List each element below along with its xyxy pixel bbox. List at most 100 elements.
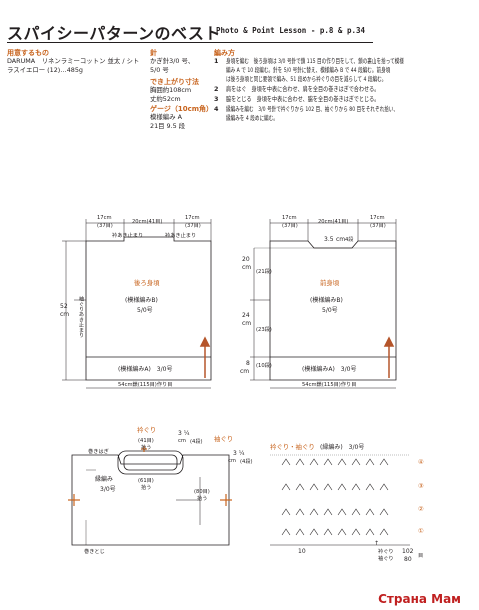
top-pick: (41目) — [138, 438, 154, 444]
needle-heading: 針 — [150, 49, 157, 57]
back-dim-17r: 17cm — [185, 215, 200, 221]
front-h2-rows: (23段) — [256, 327, 272, 333]
front-h3-rows: (10段) — [256, 363, 272, 369]
chart-foot-r3: 目 — [418, 553, 424, 559]
back-panel-title: 後ろ身頃 — [134, 279, 160, 287]
back-pattern: (模様編みB) — [125, 297, 158, 304]
gauge-line-1: 模様編み A — [150, 113, 182, 121]
band-width: 3 ¼ — [178, 430, 190, 437]
front-h1-rows: (21段) — [256, 269, 272, 275]
front-dim-20: 20cm(41目) — [318, 219, 349, 225]
front-bottom-dim: 54cm鎖(115目)作り目 — [302, 382, 357, 388]
method-step-4: 4 縁編みを編む 3/0 号針で衿ぐりから 102 目、袖ぐりから 80 目をそ… — [214, 105, 472, 125]
assembly-outline — [71, 454, 230, 546]
chart-row-3: ③ — [418, 482, 424, 490]
page-title: スパイシーパターンのベスト — [7, 24, 221, 43]
back-height-value: 52 — [60, 303, 68, 310]
band-unit: cm — [178, 438, 186, 444]
side-label: 巻きとじ — [84, 549, 105, 555]
bottom-pick: (61目) — [138, 478, 154, 484]
stitch-chart — [281, 458, 389, 536]
back-height-unit: cm — [60, 311, 70, 318]
back-dim-17l: 17cm — [97, 215, 112, 221]
back-band: (模様編みA) 3/0号 — [118, 366, 173, 373]
back-tag-right: 衿あき止まり — [165, 233, 197, 239]
front-pattern: (模様編みB) — [310, 297, 343, 304]
chart-foot-arrow: ↑ — [374, 540, 380, 547]
needle-line-1: かぎ針3/0 号、 — [150, 57, 195, 65]
method-step-2: 2 肩をはぐ 身頃を中表に合わせ、肩を全目の巻きはぎで合わせる。 — [214, 85, 472, 95]
front-needle: 5/0号 — [322, 307, 338, 314]
materials-heading: 用意するもの — [7, 49, 49, 57]
step-number: 3 — [214, 95, 219, 103]
back-tag-left: 衿あき止まり — [112, 233, 144, 239]
step-text: 縁編みを編む 3/0 号針で衿ぐりから 102 目、袖ぐりから 80 目をそれぞ… — [226, 105, 398, 123]
band-rows-2: (4段) — [240, 459, 253, 465]
front-neck-depth: 3.5 — [324, 236, 334, 243]
chart-foot-mid: 衿ぐり — [378, 549, 394, 555]
step-line: 縁編みを 4 段めに編む。 — [226, 114, 278, 122]
header-rule — [7, 42, 373, 43]
step-number: 4 — [214, 105, 219, 113]
gauge-line-2: 21目 9.5 段 — [150, 122, 186, 130]
step-line: は後ろ身頃と同じ要領で編み、51 段めから衿ぐりの目を減らして 4 段編む。 — [226, 75, 387, 83]
method-heading: 編み方 — [214, 49, 235, 57]
front-h1-unit: cm — [242, 264, 252, 271]
bottom-pick-2: 拾う — [141, 485, 152, 491]
page-subtitle: Photo & Point Lesson - p.8 & p.34 — [216, 26, 366, 35]
chart-row-4: ④ — [418, 458, 424, 466]
step-number: 2 — [214, 85, 219, 93]
front-dim-17l-st: (37目) — [282, 223, 298, 229]
watermark: Страна Мам — [378, 592, 461, 606]
armhole-mark: 袖ぐりあき止まり — [78, 296, 84, 338]
needle-line-2: 5/0 号 — [150, 66, 169, 74]
step-number: 1 — [214, 57, 219, 65]
join-marks — [68, 446, 232, 506]
back-panel-outline — [85, 236, 212, 381]
band-width-2: 3 ¼ — [233, 450, 245, 457]
chart-row-2: ② — [418, 505, 424, 513]
chart-title: 衿ぐり・袖ぐり — [270, 443, 315, 451]
materials-line-1: DARUMA リネンラミーコットン 並太 / シト — [7, 57, 140, 65]
front-dim-17r: 17cm — [370, 215, 385, 221]
chart-pattern: (縁編み) 3/0号 — [320, 444, 365, 451]
chart-foot-mid-2: 袖ぐり — [378, 556, 394, 562]
chart-foot-left: 10 — [298, 548, 306, 555]
arm-pick: (80目) — [194, 489, 210, 495]
step-line: 身頃を編む 後ろ身頃は 3/0 号針で鎖 115 目の作り目をして、鎖の裏山を拾… — [226, 57, 404, 65]
back-dim-17r-st: (37目) — [185, 223, 201, 229]
front-panel-title: 前身頃 — [320, 279, 340, 287]
edging-label: 縁編み — [95, 476, 114, 483]
front-h3: 8 — [246, 360, 250, 367]
neck-edging — [117, 450, 184, 475]
step-line: 編み A で 10 段編む。針を 5/0 号針に替え、模様編み B で 44 段… — [226, 66, 391, 74]
step-line: 脇をとじる 身頃を中表に合わせ、脇を全目の巻きはぎでとじる。 — [226, 95, 380, 103]
arm-pick-2: 拾う — [197, 496, 208, 502]
neck-label: 衿ぐり — [137, 426, 157, 434]
front-band: (模様編みA) 3/0号 — [302, 366, 357, 373]
back-bottom-dim: 54cm鎖(115目)作り目 — [118, 382, 173, 388]
shoulder-label: 巻きはぎ — [88, 449, 109, 455]
method-step-3: 3 脇をとじる 身頃を中表に合わせ、脇を全目の巻きはぎでとじる。 — [214, 95, 472, 105]
front-h1: 20 — [242, 256, 250, 263]
back-dim-17l-st: (37目) — [97, 223, 113, 229]
edging-needle: 3/0号 — [100, 486, 116, 493]
band-unit-2: cm — [228, 458, 236, 464]
size-line-1: 胸囲約108cm — [150, 86, 192, 94]
arm-label: 袖ぐり — [214, 435, 234, 443]
top-pick-2: 拾う — [141, 445, 152, 451]
back-dim-20: 20cm(41目) — [132, 219, 163, 225]
method-steps: 1 身頃を編む 後ろ身頃は 3/0 号針で鎖 115 目の作り目をして、鎖の裏山… — [214, 57, 472, 125]
front-h2-unit: cm — [242, 320, 252, 327]
chart-foot-r1: 102 — [402, 548, 414, 555]
front-neck-unit: cm — [336, 236, 346, 243]
front-h3-unit: cm — [240, 368, 250, 375]
step-line: 肩をはぐ 身頃を中表に合わせ、肩を全目の巻きはぎで合わせる。 — [226, 85, 380, 93]
size-heading: でき上がり寸法 — [150, 78, 199, 86]
band-rows: (4段) — [190, 439, 203, 445]
gauge-heading: ゲージ（10cm角） — [150, 105, 214, 113]
front-h2: 24 — [242, 312, 250, 319]
back-needle: 5/0号 — [137, 307, 153, 314]
chart-foot-r2: 80 — [404, 556, 412, 563]
